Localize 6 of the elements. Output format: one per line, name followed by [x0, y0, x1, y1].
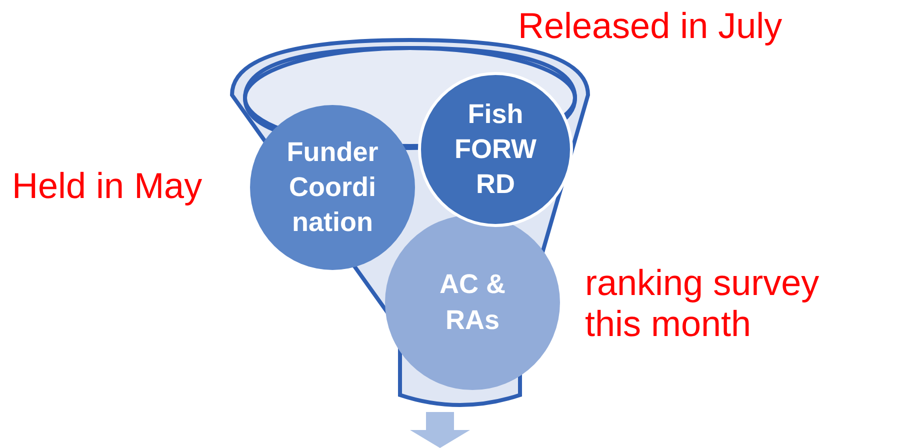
status-note: Held in May: [12, 165, 202, 206]
circle-label: Funder Coordi nation: [286, 136, 380, 240]
circle-label: Fish FORW RD: [454, 98, 538, 202]
status-note: ranking survey this month: [585, 262, 820, 345]
status-note: Released in July: [518, 5, 782, 46]
circle-label: AC & RAs: [438, 268, 506, 336]
